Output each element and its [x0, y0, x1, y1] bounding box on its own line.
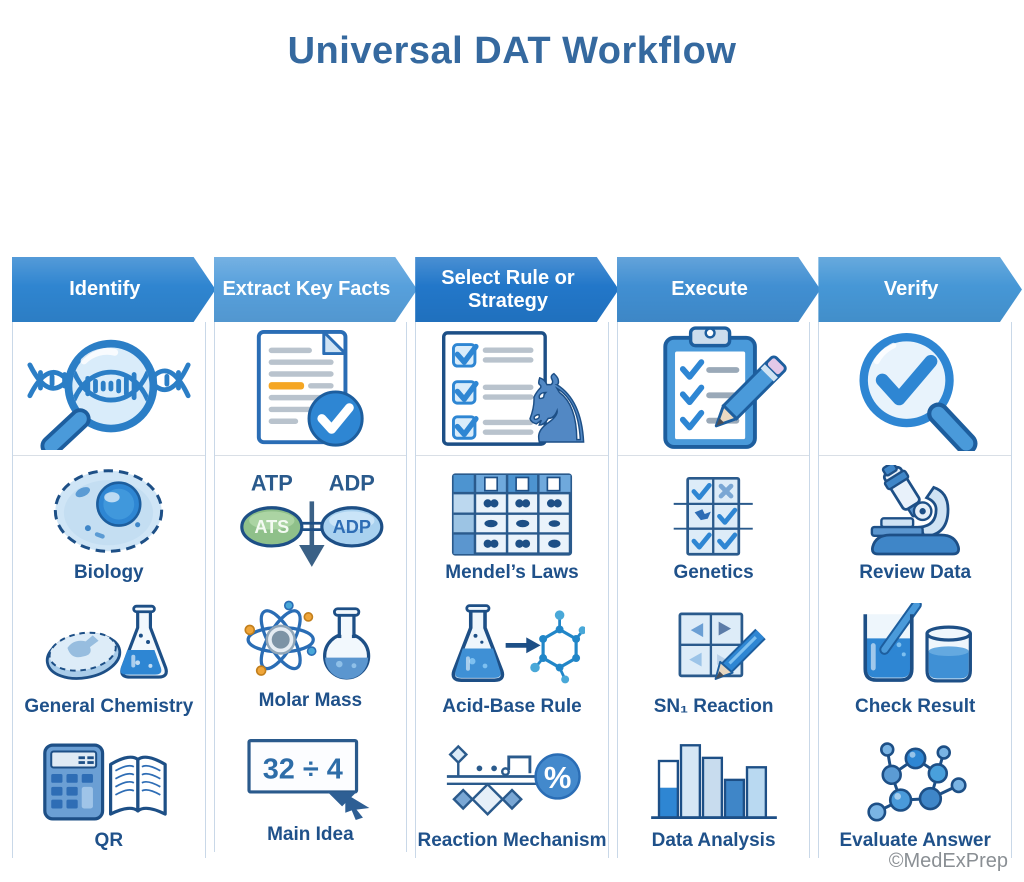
cell-label: Main Idea — [267, 824, 354, 845]
division-expression-text: 32 ÷ 4 — [263, 753, 343, 785]
cell-label: QR — [94, 830, 124, 851]
stage-header-verify: Verify — [818, 257, 1022, 322]
page-title: Universal DAT Workflow — [287, 30, 737, 72]
cell-label: Evaluate Answer — [839, 830, 991, 851]
svg-text:♞: ♞ — [515, 356, 592, 450]
cell-label: General Chemistry — [24, 696, 194, 717]
stage-header-extract-key-facts: Extract Key Facts — [214, 257, 418, 322]
cell-label: Review Data — [859, 562, 972, 583]
cell-sn1-reaction: SN₁ Reaction — [618, 590, 810, 724]
cell-review-data: Review Data — [819, 456, 1011, 590]
dna-magnifier-icon — [27, 339, 191, 450]
bar-chart-icon — [650, 744, 777, 819]
column-execute: Execute — [616, 257, 811, 858]
percent-text: % — [544, 760, 572, 795]
adp-oval-text: ADP — [333, 517, 371, 537]
stage-header-label: Extract Key Facts — [222, 278, 391, 301]
cell-label: Acid-Base Rule — [442, 696, 582, 717]
flask-molecule-icon — [451, 604, 585, 684]
cell-label: Genetics — [673, 562, 754, 583]
atp-adp-diagram-icon: ATP ADP ATS ADP — [240, 470, 384, 567]
beakers-icon — [863, 603, 973, 683]
stage-header-execute: Execute — [617, 257, 821, 322]
cell-extract-main — [214, 322, 407, 456]
column-body-execute: Genetics SN₁ Reaction — [616, 322, 811, 858]
cell-genetics: Genetics — [618, 456, 810, 590]
petri-dish-flask-icon — [45, 604, 168, 680]
stage-header-label: Verify — [883, 278, 939, 301]
copyright-text: ©MedExPrep — [888, 850, 1008, 872]
cell-select-main: ♞ — [416, 322, 608, 456]
stage-header-label: Identify — [69, 278, 141, 301]
cell-mendels-laws: Mendel’s Laws — [416, 456, 608, 590]
cell-icon — [54, 469, 164, 553]
workflow-board: Identify — [0, 257, 1024, 858]
molecule-cluster-icon — [867, 742, 967, 822]
cell-acid-base-rule: Acid-Base Rule — [416, 590, 608, 724]
cell-label: Molar Mass — [258, 690, 363, 711]
cell-label: Mendel’s Laws — [445, 562, 579, 583]
column-body-identify: Biology General Chemistry — [12, 322, 206, 858]
column-identify: Identify — [12, 257, 206, 858]
cell-data-analysis: Data Analysis — [618, 724, 810, 858]
clipboard-pencil-icon — [662, 326, 787, 449]
cell-atp-adp: ATP ADP ATS ADP — [215, 456, 407, 584]
cell-label: Reaction Mechanism — [417, 830, 607, 851]
punnett-grid-icon — [451, 473, 573, 556]
atom-flask-icon — [244, 600, 371, 680]
cell-main-idea: 32 ÷ 4 Main Idea — [215, 718, 407, 852]
microscope-icon — [870, 465, 960, 556]
cell-check-result: Check Result — [819, 590, 1011, 724]
atp-text: ATP — [251, 470, 293, 495]
cell-reaction-mechanism: % Reaction Mechanism — [416, 724, 608, 858]
cell-biology: Biology — [13, 456, 205, 590]
column-body-select: ♞ — [415, 322, 609, 858]
cell-molar-mass: Molar Mass — [215, 584, 407, 718]
stage-header-label: Select Rule or Strategy — [441, 267, 575, 312]
cell-label: SN₁ Reaction — [653, 696, 774, 717]
stage-header-select-rule: Select Rule or Strategy — [415, 257, 619, 322]
cell-verify-main — [819, 322, 1011, 456]
document-check-icon — [257, 329, 365, 447]
column-select-rule-or-strategy: Select Rule or Strategy — [415, 257, 609, 858]
checklist-knight-icon: ♞ — [441, 331, 592, 450]
ats-oval-text: ATS — [255, 517, 290, 537]
cell-identify-main — [13, 322, 205, 456]
cell-evaluate-answer: Evaluate Answer — [819, 724, 1011, 858]
cell-general-chemistry: General Chemistry — [13, 590, 205, 724]
cell-qr: QR — [13, 724, 205, 858]
stage-header-label: Execute — [671, 278, 748, 301]
genetics-grid-icon — [673, 476, 753, 556]
mechanism-percent-icon: % — [446, 744, 581, 816]
column-verify: Verify — [818, 257, 1012, 858]
column-body-verify: Review Data Check Result — [818, 322, 1012, 858]
grid-pencil-icon — [678, 612, 766, 680]
cell-execute-main — [617, 322, 810, 456]
column-body-extract: ATP ADP ATS ADP — [213, 322, 408, 852]
stage-header-identify: Identify — [12, 257, 216, 322]
column-extract-key-facts: Extract Key Facts — [213, 257, 408, 858]
cell-label: Check Result — [854, 696, 976, 717]
adp-text: ADP — [329, 470, 375, 495]
calculator-book-icon — [43, 743, 167, 821]
cell-label: Biology — [73, 562, 144, 583]
magnifier-check-icon — [859, 332, 978, 451]
division-expression-icon: 32 ÷ 4 — [247, 738, 370, 821]
cell-label: Data Analysis — [651, 830, 776, 851]
